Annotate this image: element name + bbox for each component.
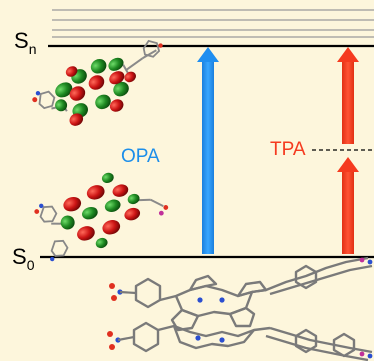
porphyrin-dimer-structure-icon bbox=[107, 256, 373, 361]
s0-label-subscript: 0 bbox=[26, 257, 35, 273]
sn-label-subscript: n bbox=[28, 41, 37, 57]
excited-state-orbital-icon bbox=[32, 39, 163, 126]
s0-label-base: S bbox=[12, 244, 27, 269]
tpa-arrow-upper bbox=[337, 47, 359, 144]
energy-levels bbox=[40, 9, 374, 259]
ground-state-orbital-icon bbox=[34, 172, 169, 262]
sn-label-base: S bbox=[14, 28, 29, 53]
tpa-label: TPA bbox=[270, 139, 306, 160]
s0-label: S0 bbox=[12, 244, 35, 273]
opa-arrow bbox=[197, 47, 219, 254]
tpa-arrow-lower bbox=[337, 157, 359, 254]
sn-label: Sn bbox=[14, 28, 37, 57]
opa-label: OPA bbox=[121, 146, 160, 167]
